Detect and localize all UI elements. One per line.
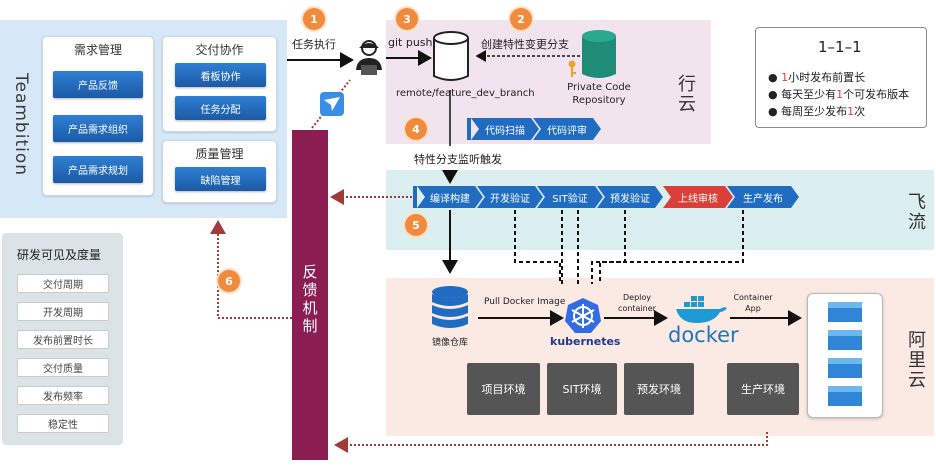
developer-icon xyxy=(356,40,382,75)
feiliu-label: 飞流 xyxy=(905,192,926,232)
env-prod[interactable]: 生产环境 xyxy=(727,363,799,415)
aliyun-label: 阿里云 xyxy=(905,330,926,390)
branch-path-label: remote/feature_dev_branch xyxy=(396,88,535,99)
feature-branch-repo-icon xyxy=(433,31,469,81)
code-tools-bar xyxy=(467,118,471,140)
code-review-step[interactable]: 代码评审 xyxy=(533,118,601,140)
metric-delivery-cycle: 交付周期 xyxy=(17,274,109,293)
goal-1-text: 小时发布前置长 xyxy=(788,71,866,84)
goal-2-pre: 每天至少有 xyxy=(781,88,837,101)
deploy-label-2: container xyxy=(618,304,656,313)
collab-title: 交付协作 xyxy=(195,43,244,57)
requirement-title: 需求管理 xyxy=(73,43,122,57)
env-pre[interactable]: 预发环境 xyxy=(624,363,694,415)
defect-button[interactable]: 缺陷管理 xyxy=(175,167,266,191)
docker-label: docker xyxy=(668,323,739,347)
step-3-badge: 3 xyxy=(396,8,418,30)
create-branch-label: 创建特性变更分支 xyxy=(481,38,569,51)
step-2-badge: 2 xyxy=(510,8,532,30)
product-feedback-button[interactable]: 产品反馈 xyxy=(53,71,143,98)
metric-release-frequency: 发布频率 xyxy=(17,386,109,405)
private-repo-label-2: Repository xyxy=(572,95,626,106)
git-push-label: git push xyxy=(388,36,433,49)
feiliu-panel xyxy=(386,170,934,250)
metric-stability: 稳定性 xyxy=(17,414,109,433)
private-repo-label-1: Private Code xyxy=(567,82,631,93)
branch-listen-label: 特性分支监听触发 xyxy=(414,153,502,166)
pipeline-sit-verify[interactable]: SIT验证 xyxy=(537,186,603,208)
requirement-organize-button[interactable]: 产品需求组织 xyxy=(53,115,143,142)
step-4-badge: 4 xyxy=(405,118,427,140)
step-6-badge: 6 xyxy=(218,270,240,292)
pipeline-prod-release[interactable]: 生产发布 xyxy=(727,186,799,208)
goal-2: ● 每天至少有1个可发布版本 xyxy=(768,88,910,101)
container-label-1: Container xyxy=(733,293,773,302)
kubernetes-label: kubernetes xyxy=(550,335,621,348)
container-cubes-icon xyxy=(828,302,862,406)
goal-1: ● 1小时发布前置长 xyxy=(768,71,866,84)
feedback-label: 反馈机制 xyxy=(300,264,319,336)
metric-release-lead-time: 发布前置时长 xyxy=(17,330,109,349)
docker-whale-icon xyxy=(676,296,727,323)
goal-1-hl: 1 xyxy=(781,71,789,84)
env-project[interactable]: 项目环境 xyxy=(467,363,540,415)
pipeline-build[interactable]: 编译构建 xyxy=(417,186,483,208)
goal-3-text: 次 xyxy=(854,105,866,118)
goal-3: ● 每周至少发布1次 xyxy=(768,105,866,118)
task-exec-label: 任务执行 xyxy=(292,38,336,51)
pipeline-dev-verify[interactable]: 开发验证 xyxy=(477,186,543,208)
kubernetes-icon xyxy=(565,298,601,333)
pipeline-release-review[interactable]: 上线审核 xyxy=(663,186,733,208)
step-5-badge: 5 xyxy=(405,214,427,236)
registry-label: 镜像仓库 xyxy=(431,338,468,348)
goals-box xyxy=(755,27,927,128)
task-assign-button[interactable]: 任务分配 xyxy=(175,96,266,120)
code-scan-step[interactable]: 代码扫描 xyxy=(471,118,539,140)
pipeline-pre-verify[interactable]: 预发验证 xyxy=(597,186,663,208)
teambition-title: Teambition xyxy=(11,73,31,177)
metric-dev-cycle: 开发周期 xyxy=(17,302,109,321)
deploy-label-1: Deploy xyxy=(622,293,651,302)
private-repo-icon xyxy=(582,30,616,78)
metric-delivery-quality: 交付质量 xyxy=(17,358,109,377)
quality-title: 质量管理 xyxy=(195,147,244,161)
container-label-2: App xyxy=(745,304,761,313)
goal-2-hl: 1 xyxy=(836,88,844,101)
pipeline-start-bar xyxy=(413,186,417,208)
registry-icon xyxy=(432,286,468,328)
goal-3-pre: 每周至少发布 xyxy=(781,105,848,118)
quality-card: 质量管理 xyxy=(162,140,277,203)
step-1-badge: 1 xyxy=(303,8,325,30)
xingyun-label: 行云 xyxy=(675,74,696,114)
env-sit[interactable]: SIT环境 xyxy=(547,363,617,415)
goal-2-text: 个可发布版本 xyxy=(843,88,910,101)
goal-3-hl: 1 xyxy=(847,105,855,118)
pull-image-label: Pull Docker Image xyxy=(484,297,566,307)
metrics-title: 研发可见及度量 xyxy=(17,248,102,262)
kanban-button[interactable]: 看板协作 xyxy=(175,63,266,87)
goals-title: 1–1–1 xyxy=(818,38,862,56)
teambition-logo-icon xyxy=(320,92,344,116)
requirement-plan-button[interactable]: 产品需求规划 xyxy=(53,156,143,183)
feedback-bar xyxy=(292,130,328,460)
key-icon xyxy=(568,60,576,77)
